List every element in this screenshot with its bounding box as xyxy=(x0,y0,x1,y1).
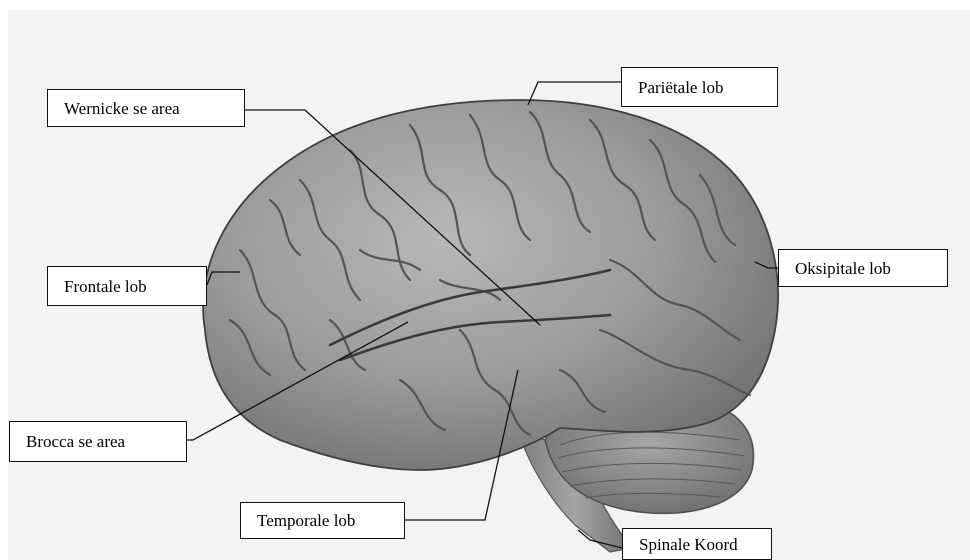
label-spinal-cord: Spinale Koord xyxy=(622,528,772,560)
label-wernicke-area: Wernicke se area xyxy=(47,89,245,127)
label-parietal-lobe: Pariëtale lob xyxy=(621,67,778,107)
label-temporal-lobe: Temporale lob xyxy=(240,502,405,539)
label-frontal-lobe: Frontale lob xyxy=(47,266,207,306)
cerebrum-shape xyxy=(203,100,778,470)
label-occipital-lobe: Oksipitale lob xyxy=(778,249,948,287)
label-broca-area: Brocca se area xyxy=(9,421,187,462)
